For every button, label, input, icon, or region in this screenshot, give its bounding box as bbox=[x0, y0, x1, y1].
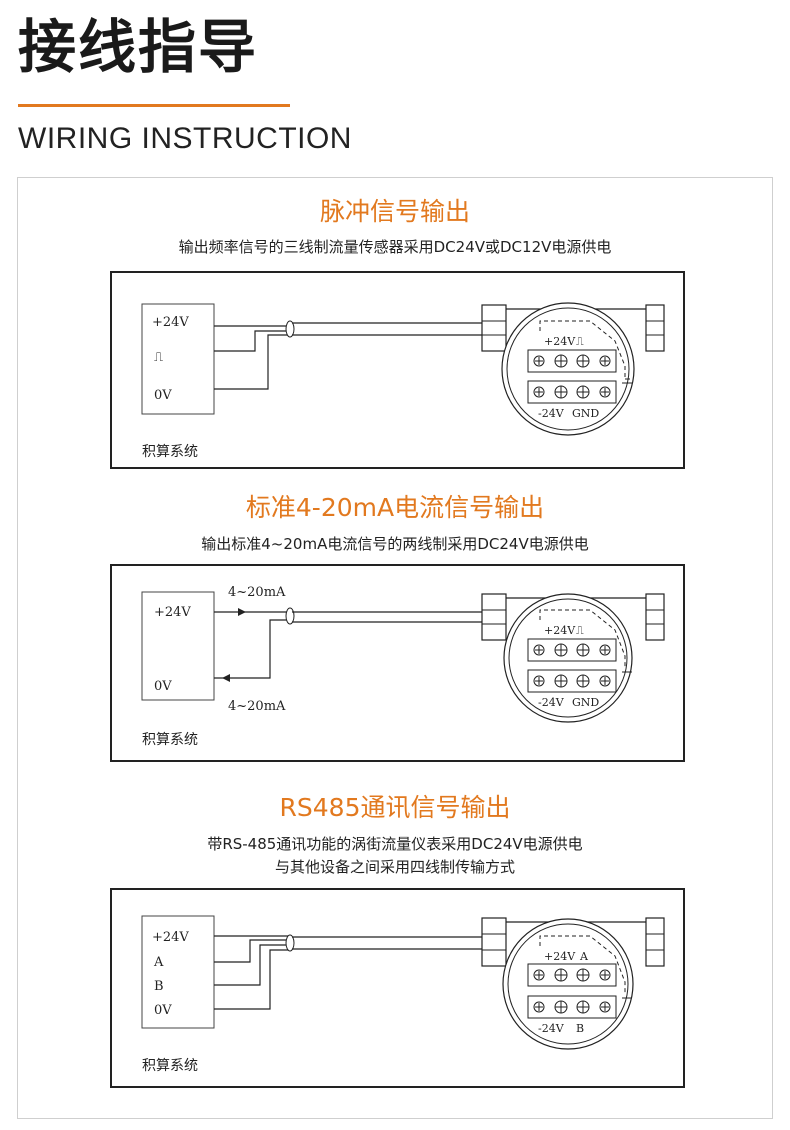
meter-head: +24V ⎍ -24V GND bbox=[481, 593, 665, 723]
meter-head: +24V A -24V B bbox=[481, 917, 665, 1050]
meter-label: +24V bbox=[544, 335, 576, 348]
meter-label: -24V bbox=[538, 696, 565, 709]
section-desc-pulse: 输出频率信号的三线制流量传感器采用DC24V或DC12V电源供电 bbox=[178, 238, 612, 256]
system-label: 积算系统 bbox=[142, 444, 198, 460]
pulse-wiring-diagram: +24V ⎍ 0V 积算系统 bbox=[110, 271, 685, 469]
system-terminal-block bbox=[141, 303, 215, 415]
section-desc-rs485-1: 带RS-485通讯功能的涡街流量仪表采用DC24V电源供电 bbox=[207, 835, 583, 853]
meter-label: -24V bbox=[538, 407, 565, 420]
section-title-4-20ma: 标准4-20mA电流信号输出 bbox=[245, 493, 545, 522]
terminal-label: B bbox=[154, 979, 164, 994]
meter-label: ⎍ bbox=[576, 335, 584, 348]
title-underline bbox=[18, 104, 290, 107]
page-title: 接线指导 bbox=[18, 13, 259, 81]
current-wiring-diagram: +24V 0V 积算系统 4~20mA 4~20mA bbox=[110, 564, 685, 762]
meter-head: +24V ⎍ -24V GND bbox=[481, 302, 665, 436]
system-label: 积算系统 bbox=[142, 732, 198, 748]
system-label: 积算系统 bbox=[142, 1058, 198, 1074]
section-desc-rs485-2: 与其他设备之间采用四线制传输方式 bbox=[274, 858, 515, 876]
rs485-wiring-diagram: +24V A B 0V 积算系统 bbox=[110, 888, 685, 1088]
terminal-label: +24V bbox=[152, 930, 189, 945]
meter-label: B bbox=[576, 1022, 584, 1035]
meter-label: GND bbox=[572, 696, 599, 709]
system-terminal-block bbox=[141, 591, 215, 701]
pulse-symbol-label: ⎍ bbox=[154, 350, 163, 365]
page-subtitle: WIRING INSTRUCTION bbox=[18, 122, 352, 155]
section-desc-4-20ma: 输出标准4~20mA电流信号的两线制采用DC24V电源供电 bbox=[201, 535, 589, 553]
meter-label: +24V bbox=[544, 950, 576, 963]
meter-label: -24V bbox=[538, 1022, 565, 1035]
meter-label: GND bbox=[572, 407, 599, 420]
wire-label: 4~20mA bbox=[228, 585, 286, 600]
terminal-label: 0V bbox=[154, 388, 172, 403]
meter-label: +24V bbox=[544, 624, 576, 637]
wire-label: 4~20mA bbox=[228, 699, 286, 714]
content-panel bbox=[17, 177, 773, 1119]
terminal-label: A bbox=[153, 955, 164, 970]
terminal-label: 0V bbox=[154, 1003, 172, 1018]
section-title-pulse: 脉冲信号输出 bbox=[319, 197, 470, 226]
terminal-label: 0V bbox=[154, 679, 172, 694]
terminal-label: +24V bbox=[152, 315, 189, 330]
terminal-label: +24V bbox=[154, 605, 191, 620]
meter-label: ⎍ bbox=[576, 624, 584, 637]
section-title-rs485: RS485通讯信号输出 bbox=[279, 793, 511, 822]
system-terminal-block bbox=[141, 915, 215, 1029]
meter-label: A bbox=[579, 950, 589, 963]
